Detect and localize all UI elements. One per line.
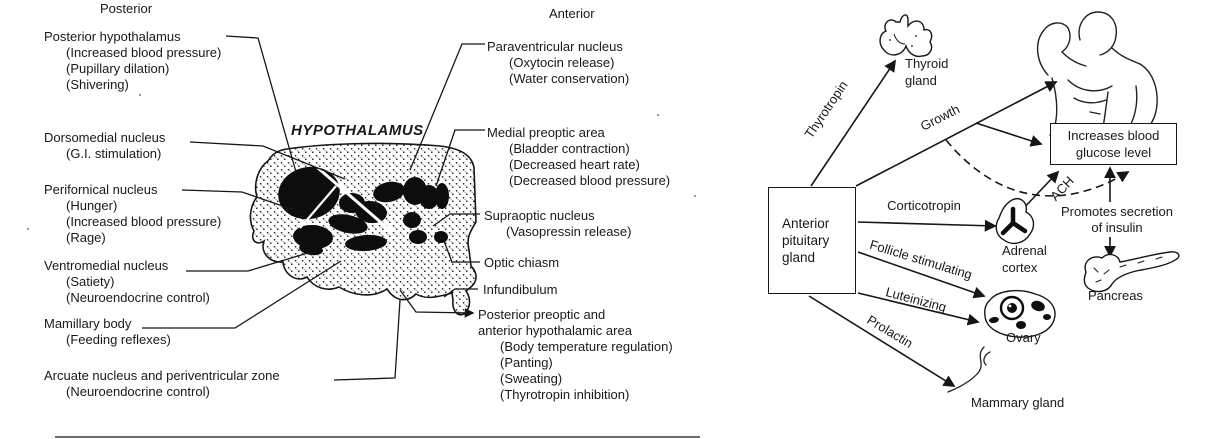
hypothalamus-drawing [249, 142, 477, 316]
human-figure-drawing [1037, 11, 1158, 136]
hypothalamic-nuclei-blobs [278, 166, 449, 256]
ovary-drawing [984, 289, 1056, 338]
label-supraoptic-nucleus: Supraoptic nucleus (Vasopressin release) [484, 208, 632, 239]
header-anterior: Anterior [549, 6, 595, 21]
hypothalamus-title: HYPOTHALAMUS [291, 122, 424, 139]
increases-blood-glucose-box: Increases blood glucose level [1050, 123, 1177, 165]
label-dorsomedial-nucleus: Dorsomedial nucleus (G.I. stimulation) [44, 130, 166, 161]
target-label-mammary-gland: Mammary gland [971, 395, 1065, 410]
adrenal-cortex-drawing [995, 198, 1035, 245]
insulin-note: Promotes secretion of insulin [1061, 204, 1173, 235]
dashed-growth-effect-arrow [945, 139, 1130, 197]
label-posterior-hypothalamus: Posterior hypothalamus (Increased blood … [44, 29, 222, 92]
hormone-label-corticotropin: Corticotropin [887, 198, 961, 213]
label-arcuate-nucleus: Arcuate nucleus and periventricular zone… [44, 368, 280, 399]
label-mamillary-body: Mamillary body (Feeding reflexes) [44, 316, 171, 347]
leader-lines-left [142, 35, 401, 381]
label-perifornical-nucleus: Perifornical nucleus (Hunger) (Increased… [44, 182, 222, 245]
target-label-pancreas: Pancreas [1088, 288, 1143, 303]
label-ventromedial-nucleus: Ventromedial nucleus (Satiety) (Neuroend… [44, 258, 210, 305]
leader-lines-right [399, 43, 485, 318]
target-label-ovary: Ovary [1006, 330, 1041, 345]
target-label-thyroid-gland: Thyroid gland [905, 56, 949, 88]
target-label-adrenal-cortex: Adrenal cortex [1002, 243, 1047, 275]
mammary-gland-drawing [947, 346, 991, 393]
label-optic-chiasm: Optic chiasm [484, 255, 560, 270]
pancreas-drawing [1083, 251, 1180, 293]
label-paraventricular-nucleus: Paraventricular nucleus (Oxytocin releas… [487, 39, 630, 86]
thyroid-gland-drawing [879, 14, 933, 58]
anterior-pituitary-box: Anterior pituitary gland [768, 187, 856, 294]
label-infundibulum: Infundibulum [483, 282, 558, 297]
label-posterior-preoptic-area: Posterior preoptic and anterior hypothal… [478, 307, 673, 402]
header-posterior: Posterior [100, 1, 153, 16]
label-medial-preoptic-area: Medial preoptic area (Bladder contractio… [487, 125, 671, 188]
